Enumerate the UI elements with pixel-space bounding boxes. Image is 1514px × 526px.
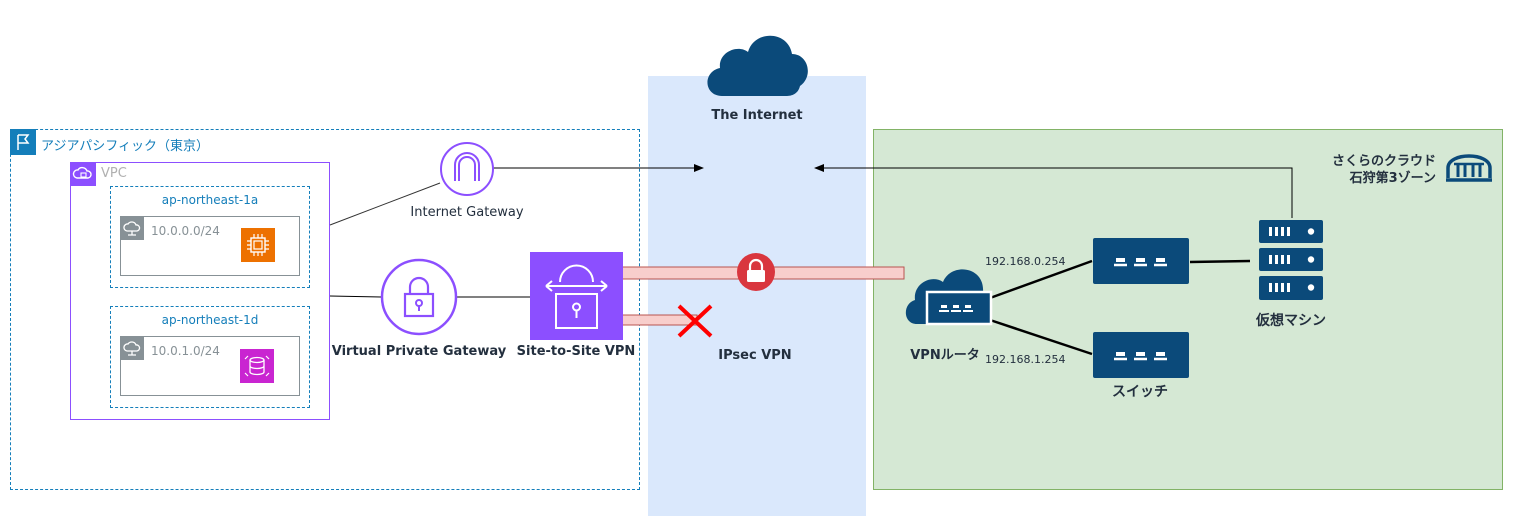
sakura-zone-subname: 石狩第3ゾーン [1349, 171, 1436, 186]
vpc-label: VPC [101, 166, 127, 181]
vpn-lock-icon [736, 252, 776, 292]
subnet-1a-cidr: 10.0.0.0/24 [151, 224, 220, 238]
virtual-machine-server-icon [1257, 218, 1325, 302]
ec2-instance-icon [241, 228, 275, 262]
subnet-1d-cidr: 10.0.1.0/24 [151, 344, 220, 358]
ipsec-vpn-label: IPsec VPN [718, 348, 792, 363]
router-to-switch-upper-line [989, 259, 1093, 300]
aws-region-group [10, 129, 640, 490]
internet-label: The Internet [711, 108, 803, 123]
internet-gateway-icon [439, 141, 495, 197]
site-to-site-vpn-icon [530, 252, 623, 340]
virtual-machine-label: 仮想マシン [1256, 313, 1326, 329]
virtual-private-gateway-label: Virtual Private Gateway [331, 344, 507, 359]
virtual-private-gateway-icon [380, 258, 458, 336]
az-1d-group [110, 306, 310, 408]
vpn-router-icon [903, 262, 995, 332]
switch-lower-icon [1092, 331, 1190, 379]
az-1a-label: ap-northeast-1a [161, 193, 259, 207]
rds-database-icon [240, 349, 274, 383]
router-to-switch-lower-line [989, 318, 1093, 356]
sakura-zone-name: さくらのクラウド [1331, 154, 1436, 169]
internet-gateway-label: Internet Gateway [410, 205, 524, 220]
router-ip-upper: 192.168.0.254 [985, 255, 1066, 268]
internet-zone [648, 76, 866, 516]
region-label: アジアパシフィック（東京） [41, 139, 209, 154]
tunnel-down-cross-icon [676, 303, 714, 339]
internet-cloud-icon [704, 30, 810, 98]
subnet-1a-icon [120, 216, 144, 240]
vpc-group [70, 162, 330, 420]
vpc-to-vgw-line [329, 295, 382, 298]
site-to-site-vpn-label: Site-to-Site VPN [516, 344, 636, 359]
vpn-router-label: VPNルータ [910, 348, 980, 363]
az-1a-group [110, 186, 310, 288]
router-ip-lower: 192.168.1.254 [985, 353, 1066, 366]
vpc-icon [70, 162, 96, 186]
stadium-zone-icon [1444, 150, 1494, 184]
switch-upper-icon [1092, 237, 1190, 285]
switch-to-vm-line [1189, 259, 1251, 264]
vpc-to-igw-line [329, 182, 441, 226]
switch-label: スイッチ [1112, 384, 1168, 400]
vm-to-internet-arrow [814, 164, 1293, 218]
subnet-1d-icon [120, 336, 144, 360]
region-flag-icon [10, 129, 36, 155]
az-1d-label: ap-northeast-1d [161, 313, 259, 327]
